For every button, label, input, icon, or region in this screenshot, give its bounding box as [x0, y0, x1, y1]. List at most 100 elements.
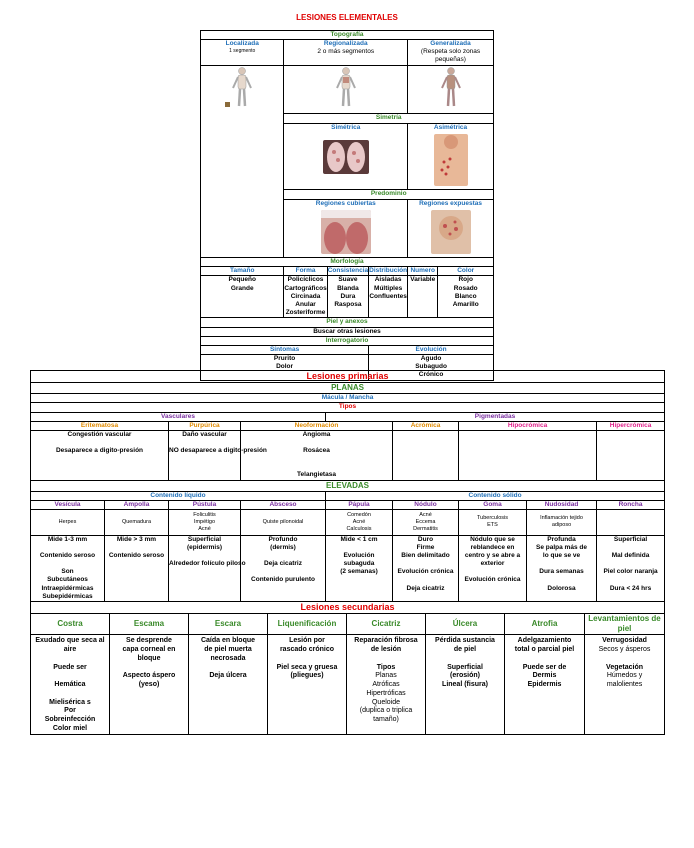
exposed-regions-photo [430, 210, 471, 254]
sub-acromica: Acrómica [392, 420, 459, 431]
header-tamano: Tamaño [199, 266, 285, 277]
secondary-col-5: Úlcera [425, 613, 505, 636]
vasculares-header: Vasculares [30, 411, 326, 422]
elevada-col-4: Pápula [325, 499, 393, 510]
elevada-col-2: Pústula [168, 499, 241, 510]
elevada-detail-3: Profundo(dermis) Deja cicatriz Contenido… [240, 534, 326, 602]
elevada-detail-8: Superficial Mal definida Piel color nara… [595, 534, 666, 602]
elevada-col-0: Vesícula [30, 499, 105, 510]
elevada-col-5: Nódulo [392, 499, 459, 510]
tipos-header: Tipos [29, 402, 666, 413]
section-simetria: Simetría [283, 112, 494, 124]
section-morfologia: Morfología [200, 257, 494, 268]
pigmentadas-header: Pigmentadas [324, 411, 666, 422]
purpurica-values: Daño vascular NO desaparece a digito-pre… [168, 429, 267, 481]
sub-hipocromica: Hipocrómica [458, 420, 597, 431]
eritematosa-values: Congestión vascular Desaparece a digito-… [30, 429, 169, 481]
header-evolucion: Evolución [368, 344, 494, 355]
header-forma: Forma [283, 266, 328, 277]
human-figure-icon [335, 66, 356, 106]
body-figure-localizada [199, 64, 285, 259]
section-predominio: Predominio [283, 188, 494, 200]
numero-values: Variable [407, 275, 439, 319]
symmetric-lesion-photo [322, 139, 369, 174]
elevada-example-8 [595, 508, 666, 536]
section-interrogatorio: Interrogatorio [200, 335, 494, 346]
asymmetric-lesion-photo [433, 133, 468, 186]
elevada-col-7: Nudosidad [526, 499, 597, 510]
secondary-col-7: Levantamientos de piel [583, 613, 666, 636]
topo-generalizada: Generalizada (Respeta solo zonas pequeña… [407, 39, 494, 66]
sub-eritematosa: Eritematosa [30, 420, 169, 431]
elevada-example-3: Quiste pilonoidal [240, 508, 326, 536]
buscar-otras-lesiones: Buscar otras lesiones [200, 326, 494, 337]
section-piel-anexos: Piel y anexos [200, 317, 494, 328]
liquido-header: Contenido líquido [30, 490, 326, 501]
sub-hipercromica: Hipercrómica [595, 420, 666, 431]
macula-header: Mácula / Mancha [29, 393, 666, 404]
regiones-expuestas-cell: Regiones expuestas [407, 198, 494, 259]
neo-values: Angioma Rosácea Telangietasa [240, 429, 393, 481]
section-topografia: Topografía [200, 29, 494, 41]
page-title: LESIONES ELEMENTALES [296, 13, 398, 22]
human-figure-icon [440, 66, 461, 106]
elevada-col-3: Absceso [240, 499, 326, 510]
elevadas-header: ELEVADAS [29, 479, 666, 492]
elevada-col-8: Roncha [595, 499, 666, 510]
header-consistencia: Consistencia [326, 266, 370, 277]
elevada-col-6: Goma [458, 499, 527, 510]
asimetrica-cell: Asimétrica [407, 122, 494, 190]
elevada-col-1: Ampolla [104, 499, 169, 510]
hipocromica-values [458, 429, 597, 481]
human-figure-icon [225, 66, 253, 107]
primary-title: Lesiones primarias [29, 369, 666, 384]
topo-localizada: Localizada 1 segmento [199, 39, 285, 66]
header-color: Color [437, 266, 494, 277]
hipercromica-values [595, 429, 666, 481]
body-figure-regionalizada [283, 64, 409, 114]
topography-table: Topografía Localizada 1 segmento Regiona… [199, 29, 494, 381]
elevada-detail-2: Superficial(epidermis) Alrededor folícul… [168, 534, 246, 602]
secondary-col-0: Costra [30, 613, 110, 636]
solido-header: Contenido sólido [324, 490, 666, 501]
secondary-col-1: Escama [109, 613, 189, 636]
body-figure-generalizada [407, 64, 494, 114]
planas-header: PLANAS [29, 382, 666, 395]
header-distribucion: Distribución [368, 266, 409, 277]
elevada-example-1: Quemadura [104, 508, 169, 536]
sub-purpurica: Purpúrica [168, 420, 241, 431]
covered-regions-photo [320, 210, 371, 254]
secondary-title: Lesiones secundarias [29, 600, 666, 615]
secondary-col-3: Liquenificación [267, 613, 347, 636]
regiones-cubiertas-cell: Regiones cubiertas [283, 198, 409, 259]
elevada-detail-1: Mide > 3 mm Contenido seroso [104, 534, 169, 602]
secondary-col-4: Cicatriz [346, 613, 426, 636]
secondary-col-6: Atrofia [504, 613, 585, 636]
secondary-col-2: Escara [188, 613, 268, 636]
sub-neoformacion: Neoformación [240, 420, 393, 431]
elevada-example-0: Herpes [30, 508, 105, 536]
